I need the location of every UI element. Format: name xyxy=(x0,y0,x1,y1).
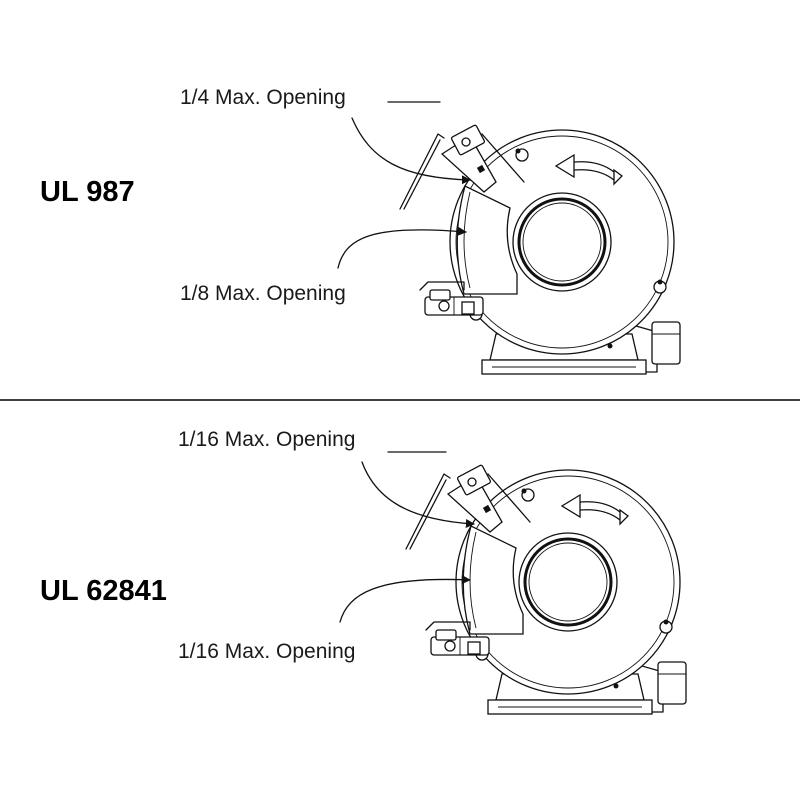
section-ul-987: UL 987 1/4 Max. Opening 1/8 Max. Opening xyxy=(40,86,682,376)
upper-opening-callout-ul-62841: 1/16 Max. Opening xyxy=(178,428,355,451)
lower-opening-callout-ul-62841: 1/16 Max. Opening xyxy=(178,640,355,663)
lower-opening-callout-ul-987: 1/8 Max. Opening xyxy=(180,282,346,305)
standard-label-ul-987: UL 987 xyxy=(40,176,135,208)
standard-label-ul-62841: UL 62841 xyxy=(40,575,167,607)
upper-opening-callout-ul-987: 1/4 Max. Opening xyxy=(180,86,346,109)
lower-arrow-ul-62841 xyxy=(339,575,471,623)
lower-arrow-ul-987 xyxy=(337,226,467,269)
section-ul-62841: UL 62841 1/16 Max. Opening 1/16 Max. Ope… xyxy=(40,428,688,716)
upper-arrow-ul-62841 xyxy=(361,461,475,528)
upper-arrow-ul-987 xyxy=(351,117,471,185)
